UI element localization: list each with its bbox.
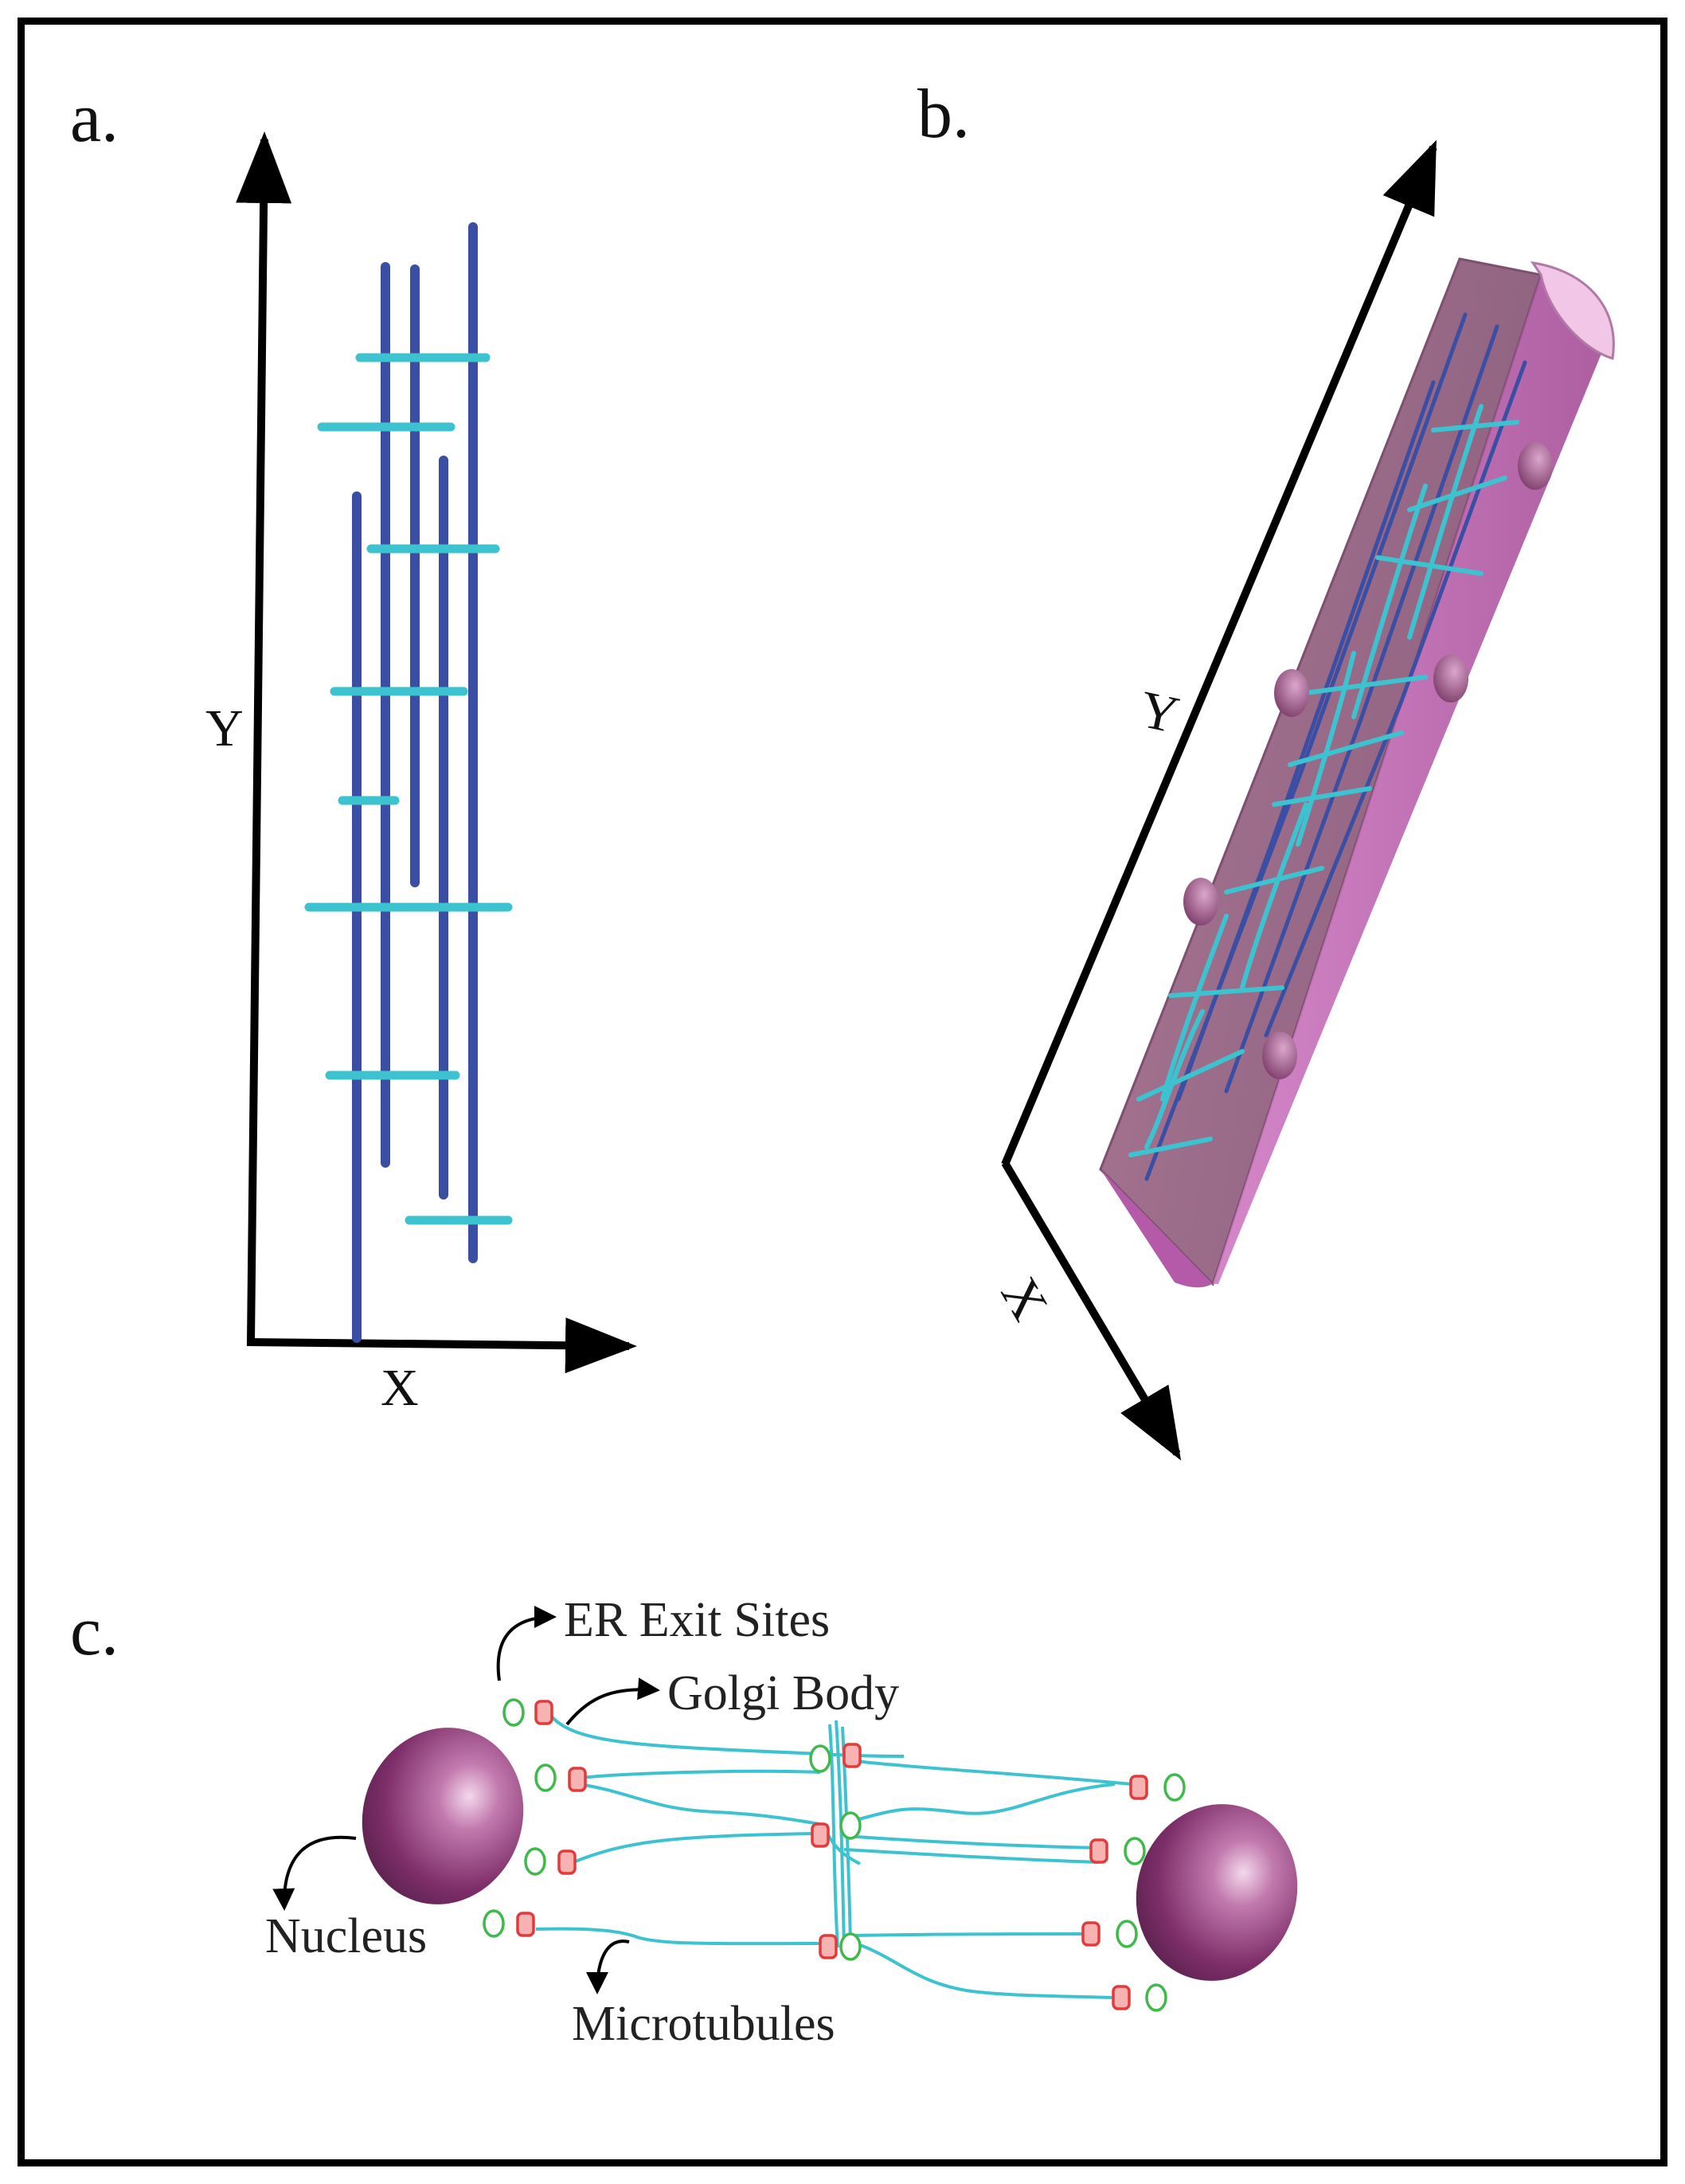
golgi-body — [809, 1744, 831, 1773]
rod-crosslink — [1168, 985, 1284, 998]
microtubules-label: Microtubules — [572, 1997, 835, 2051]
panel-a-y-axis — [236, 131, 292, 1343]
er-exit-sites-arrow — [496, 1606, 557, 1681]
microtubule — [855, 1783, 1116, 1822]
microtubule — [535, 1927, 821, 1946]
rod-crosslink — [1407, 476, 1507, 512]
er-exit-site — [534, 1700, 553, 1725]
panel-a-microtubules-dark — [352, 222, 478, 1343]
panel-a-label: a. — [70, 80, 119, 157]
rod-microtubule-cyan — [1240, 802, 1308, 990]
panel-a-x-axis — [246, 1317, 637, 1374]
er-exit-site — [811, 1822, 830, 1848]
rod-crosslink — [1136, 1049, 1245, 1102]
rod-microtubules — [1128, 312, 1527, 1181]
surface-bump — [1262, 1031, 1297, 1079]
panel-a-y-label: Y — [205, 699, 244, 757]
golgi-body-label: Golgi Body — [667, 1666, 900, 1720]
golgi-body — [502, 1698, 525, 1727]
figure-frame — [18, 18, 1667, 2166]
panel-c-label: c. — [70, 1593, 119, 1670]
surface-bump — [1433, 655, 1468, 703]
nucleus-arrow — [272, 1835, 357, 1911]
rod-microtubule-dark — [1176, 380, 1436, 1102]
cell-rod-cap — [1530, 260, 1615, 360]
panel-b-label: b. — [917, 76, 970, 153]
nucleus-right — [1136, 1804, 1298, 1981]
rod-microtubule-cyan — [1296, 651, 1356, 847]
rod-crosslink — [1128, 1137, 1213, 1157]
er-exit-site — [1112, 1985, 1131, 2010]
rod-microtubule-cyan — [1407, 404, 1484, 640]
panel-c-organelles — [483, 1698, 1186, 2012]
er-exit-site — [568, 1767, 587, 1792]
microtubule — [847, 1759, 1132, 1786]
golgi-body — [1145, 1983, 1167, 2012]
golgi-body-arrow — [565, 1677, 660, 1726]
microtubule — [843, 1848, 1100, 1864]
microtubule — [579, 1783, 829, 1827]
er-exit-site — [842, 1743, 862, 1768]
golgi-body — [839, 1932, 862, 1961]
cell-rod-side — [1213, 275, 1613, 1284]
microtubule — [579, 1769, 821, 1779]
microtubule — [843, 1834, 1100, 1849]
er-exit-site — [1089, 1838, 1108, 1864]
er-exit-site — [557, 1849, 577, 1875]
panel-a-crosslinks — [304, 353, 513, 1225]
panel-b — [1001, 139, 1615, 1461]
microtubule — [548, 1712, 905, 1758]
nucleus-left — [362, 1728, 524, 1904]
golgi-body — [483, 1909, 505, 1938]
nucleus-label: Nucleus — [265, 1909, 428, 1963]
microtubule — [851, 1932, 1084, 1937]
rod-crosslink — [1288, 730, 1404, 767]
er-exit-sites-label: ER Exit Sites — [564, 1593, 831, 1647]
panel-b-x-axis — [1001, 1160, 1182, 1461]
surface-bump — [1183, 878, 1218, 926]
panel-a-x-label: X — [381, 1359, 419, 1417]
golgi-body — [839, 1811, 862, 1840]
er-exit-site — [1129, 1775, 1148, 1800]
golgi-body — [534, 1763, 557, 1792]
surface-bump — [1274, 669, 1309, 717]
microtubules-arrow — [586, 1939, 630, 1994]
rod-bumps — [1183, 442, 1553, 1079]
er-exit-site — [819, 1934, 838, 1959]
rod-crosslink — [1224, 866, 1324, 894]
panel-a — [236, 131, 637, 1374]
rod-microtubule-cyan — [1160, 914, 1229, 1102]
microtubule — [573, 1832, 817, 1864]
panel-c — [272, 1606, 1298, 2012]
golgi-body — [1163, 1773, 1186, 1802]
microtubule-bundle — [828, 1724, 839, 1948]
er-exit-site — [516, 1912, 535, 1937]
rod-crosslink — [1431, 420, 1519, 432]
er-exit-site — [1081, 1921, 1101, 1947]
panel-b-y-axis — [1001, 139, 1437, 1166]
golgi-body — [524, 1847, 546, 1876]
rod-crosslink — [1272, 786, 1372, 807]
golgi-body — [1124, 1837, 1146, 1865]
golgi-body — [1116, 1920, 1138, 1948]
rod-crosslink — [1375, 555, 1484, 576]
surface-bump — [1518, 442, 1553, 490]
microtubule — [855, 1942, 1116, 1999]
rod-microtubule-dark — [1224, 324, 1499, 1094]
rod-crosslink — [1304, 675, 1428, 695]
rod-microtubule-dark — [1264, 360, 1527, 1038]
